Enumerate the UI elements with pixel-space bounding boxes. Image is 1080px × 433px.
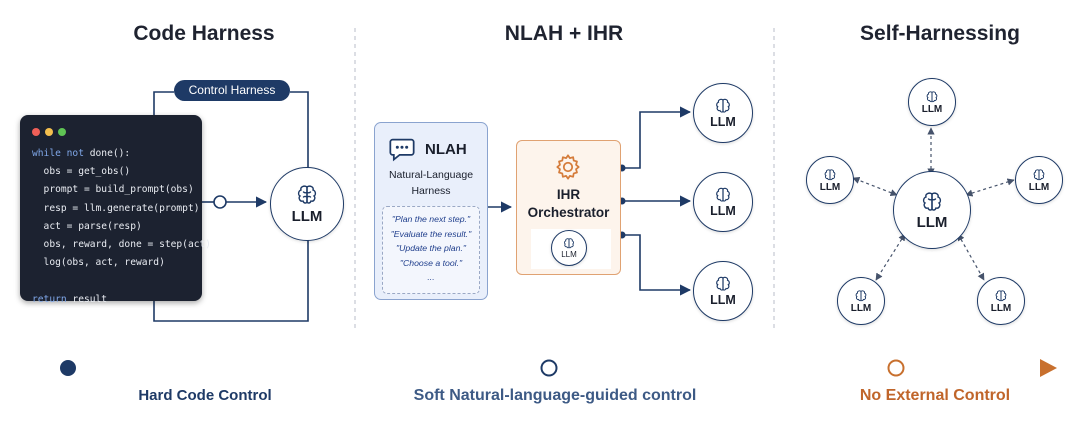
ihr-label-line-2: Orchestrator [527, 205, 610, 220]
window-dot-green [58, 128, 66, 136]
llm-label: LLM [916, 213, 948, 231]
ihr-label-line-1: IHR [556, 187, 581, 202]
ihr-to-llm-bottom-arrow [622, 234, 692, 296]
axis-label-soft-control: Soft Natural-language-guided control [413, 387, 697, 404]
control-loop-top-left [153, 91, 174, 118]
brain-icon [716, 98, 730, 113]
code-window: while not done(): obs = get_obs() prompt… [20, 115, 211, 305]
llm-node-ihr-bottom: LLM [693, 261, 753, 321]
llm-label: LLM [291, 208, 323, 225]
code-line [32, 272, 211, 290]
nlah-card: NLAH Natural-Language Harness "Plan the … [374, 122, 488, 300]
llm-node-ihr-inner: LLM [551, 230, 587, 266]
brain-icon [926, 90, 938, 102]
nlah-prompt-list: "Plan the next step." "Evaluate the resu… [382, 206, 480, 294]
axis-marker-right [887, 359, 905, 377]
code-line: log(obs, act, reward) [32, 257, 165, 269]
nlah-title: NLAH [425, 141, 467, 158]
control-axis-arrowhead [1040, 359, 1057, 377]
axis-label-no-external-control: No External Control [859, 387, 1011, 404]
window-dot-red [32, 128, 40, 136]
llm-label: LLM [710, 204, 736, 218]
code-line: obs = get_obs() [32, 166, 131, 178]
llm-label: LLM [990, 302, 1012, 314]
nlah-subtitle: Natural-Language Harness [375, 167, 487, 199]
brain-icon [297, 185, 317, 204]
llm-node-code-harness: LLM [270, 167, 344, 241]
nlah-subtitle-line-2: Harness [411, 185, 451, 197]
control-harness-label: Control Harness [174, 80, 290, 101]
window-dot-yellow [45, 128, 53, 136]
llm-node-self-top: LLM [908, 78, 956, 126]
llm-label: LLM [850, 302, 872, 314]
prompt-item: ... [427, 272, 435, 282]
brain-icon [824, 168, 836, 180]
llm-label: LLM [921, 103, 943, 115]
prompt-item: "Choose a tool." [399, 257, 463, 268]
section-title-self-harnessing: Self-Harnessing [860, 22, 1020, 45]
brain-icon [1033, 168, 1045, 180]
llm-label: LLM [561, 250, 577, 259]
spoke-bottom-left [875, 233, 906, 281]
code-listing: while not done(): obs = get_obs() prompt… [32, 145, 211, 309]
code-line: return result [32, 293, 108, 305]
code-line: prompt = build_prompt(obs) [32, 184, 194, 196]
llm-node-ihr-mid: LLM [693, 172, 753, 232]
code-line: act = parse(resp) [32, 220, 142, 232]
ihr-orchestrator-box: IHR Orchestrator LLM [516, 140, 621, 275]
llm-node-self-right: LLM [1015, 156, 1063, 204]
control-loop-bottom [153, 240, 309, 322]
llm-node-self-bottom-left: LLM [837, 277, 885, 325]
code-connector-node [213, 195, 227, 209]
spoke-right [965, 178, 1015, 197]
code-line: while not done(): [32, 148, 131, 159]
prompt-item: "Plan the next step." [391, 214, 471, 224]
llm-node-self-left: LLM [806, 156, 854, 204]
axis-marker-middle [540, 359, 558, 377]
code-line: resp = llm.generate(prompt) [32, 202, 200, 214]
brain-icon [564, 238, 574, 249]
section-title-nlah-ihr: NLAH + IHR [504, 22, 624, 45]
llm-label: LLM [819, 181, 841, 193]
llm-label: LLM [710, 115, 736, 129]
brain-icon [855, 289, 867, 301]
nlah-subtitle-line-1: Natural-Language [388, 169, 474, 181]
prompt-item: "Update the plan." [396, 243, 466, 253]
chat-bubble-icon [389, 138, 415, 162]
llm-node-ihr-top: LLM [693, 83, 753, 143]
brain-icon [922, 192, 942, 211]
brain-icon [716, 276, 730, 291]
brain-icon [716, 187, 730, 202]
axis-label-hard-code-control: Hard Code Control [138, 387, 272, 404]
spoke-left [852, 176, 898, 197]
prompt-item: "Evaluate the result." [390, 228, 472, 239]
ihr-label: IHR Orchestrator [517, 186, 620, 222]
llm-label: LLM [710, 293, 736, 307]
section-title-code-harness: Code Harness [133, 22, 275, 45]
llm-node-self-center: LLM [893, 171, 971, 249]
spoke-bottom-right [957, 233, 985, 281]
axis-marker-left [60, 360, 76, 376]
window-controls [32, 123, 71, 141]
llm-node-self-bottom-right: LLM [977, 277, 1025, 325]
gear-icon [556, 154, 580, 180]
control-loop-top-right [290, 91, 309, 168]
ihr-to-llm-top-arrow [622, 106, 692, 169]
llm-label: LLM [1028, 181, 1050, 193]
brain-icon [995, 289, 1007, 301]
code-line: obs, reward, done = step(act) [32, 238, 212, 250]
